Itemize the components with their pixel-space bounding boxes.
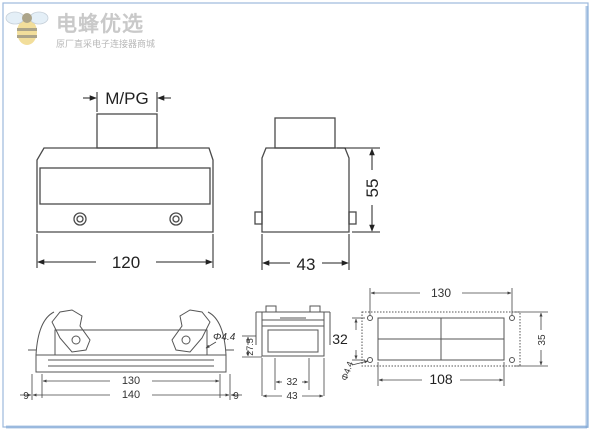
bottom-front-dimensions bbox=[20, 374, 242, 400]
bottom-right-offset-label: 9 bbox=[233, 391, 239, 402]
side-pin-left bbox=[254, 211, 263, 225]
cutout-hole-bl bbox=[367, 357, 373, 363]
screw-right-inner bbox=[172, 215, 180, 223]
side-entry-boss bbox=[274, 117, 336, 149]
cutout-view bbox=[361, 311, 521, 367]
screw-left bbox=[73, 212, 87, 226]
left-arc bbox=[35, 311, 55, 356]
cutout-right-height-label: 35 bbox=[537, 334, 548, 346]
side-view bbox=[254, 117, 357, 233]
watermark-logo: 电蜂优选 原厂直采电子连接器商城 bbox=[4, 4, 164, 50]
mpg-label: M/PG bbox=[105, 89, 148, 108]
cutout-height-label: 32 bbox=[332, 331, 348, 347]
bottom-side-outer-width-label: 43 bbox=[286, 391, 298, 402]
screw-right bbox=[169, 212, 183, 226]
left-lever bbox=[51, 309, 91, 353]
bee-icon bbox=[5, 11, 49, 45]
side-height-dimension bbox=[337, 147, 380, 233]
cable-entry-boss bbox=[96, 113, 158, 149]
bottom-side-view bbox=[255, 305, 331, 357]
side-depth-dimension bbox=[261, 234, 350, 270]
right-arc bbox=[207, 311, 227, 356]
side-depth-label: 43 bbox=[297, 255, 316, 274]
side-pin-right bbox=[348, 211, 357, 225]
bottom-side-dimensions bbox=[242, 335, 325, 398]
side-body bbox=[261, 147, 350, 233]
page-border bbox=[2, 2, 589, 428]
front-panel-band bbox=[39, 167, 211, 205]
cutout-width-label: 130 bbox=[431, 286, 451, 300]
front-body bbox=[36, 147, 214, 233]
base-plate bbox=[35, 354, 227, 373]
bottom-side-inner-width-label: 32 bbox=[286, 377, 298, 388]
bottom-outer-width-label: 140 bbox=[122, 389, 140, 401]
cutout-bottom-label: 108 bbox=[429, 371, 453, 387]
watermark-subtitle: 原厂直采电子连接器商城 bbox=[56, 40, 156, 50]
cutout-outer bbox=[361, 311, 521, 367]
cutout-hole-br bbox=[509, 357, 515, 363]
watermark-title: 电蜂优选 bbox=[56, 12, 144, 36]
bottom-hole-label: Φ4.4 bbox=[213, 332, 236, 343]
screw-left-inner bbox=[76, 215, 84, 223]
mpg-dimension bbox=[83, 92, 171, 112]
bottom-left-offset-label: 9 bbox=[23, 391, 29, 402]
cutout-dimensions bbox=[351, 288, 548, 386]
front-view bbox=[36, 113, 214, 233]
front-width-dimension bbox=[36, 234, 214, 268]
hole-leader bbox=[205, 341, 217, 349]
bottom-front-view bbox=[28, 309, 234, 373]
bottom-inner-width-label: 130 bbox=[122, 375, 140, 387]
front-width-label: 120 bbox=[112, 253, 140, 272]
base-body bbox=[54, 329, 208, 356]
cutout-hole-tl bbox=[367, 315, 373, 321]
cutout-hole-tr bbox=[509, 315, 515, 321]
bottom-side-height-label: 27.5 bbox=[245, 338, 255, 356]
cutout-hole-label: Φ4.4 bbox=[339, 360, 355, 382]
right-lever bbox=[171, 309, 211, 353]
base-side-body bbox=[261, 311, 325, 357]
side-height-label: 55 bbox=[363, 179, 382, 198]
